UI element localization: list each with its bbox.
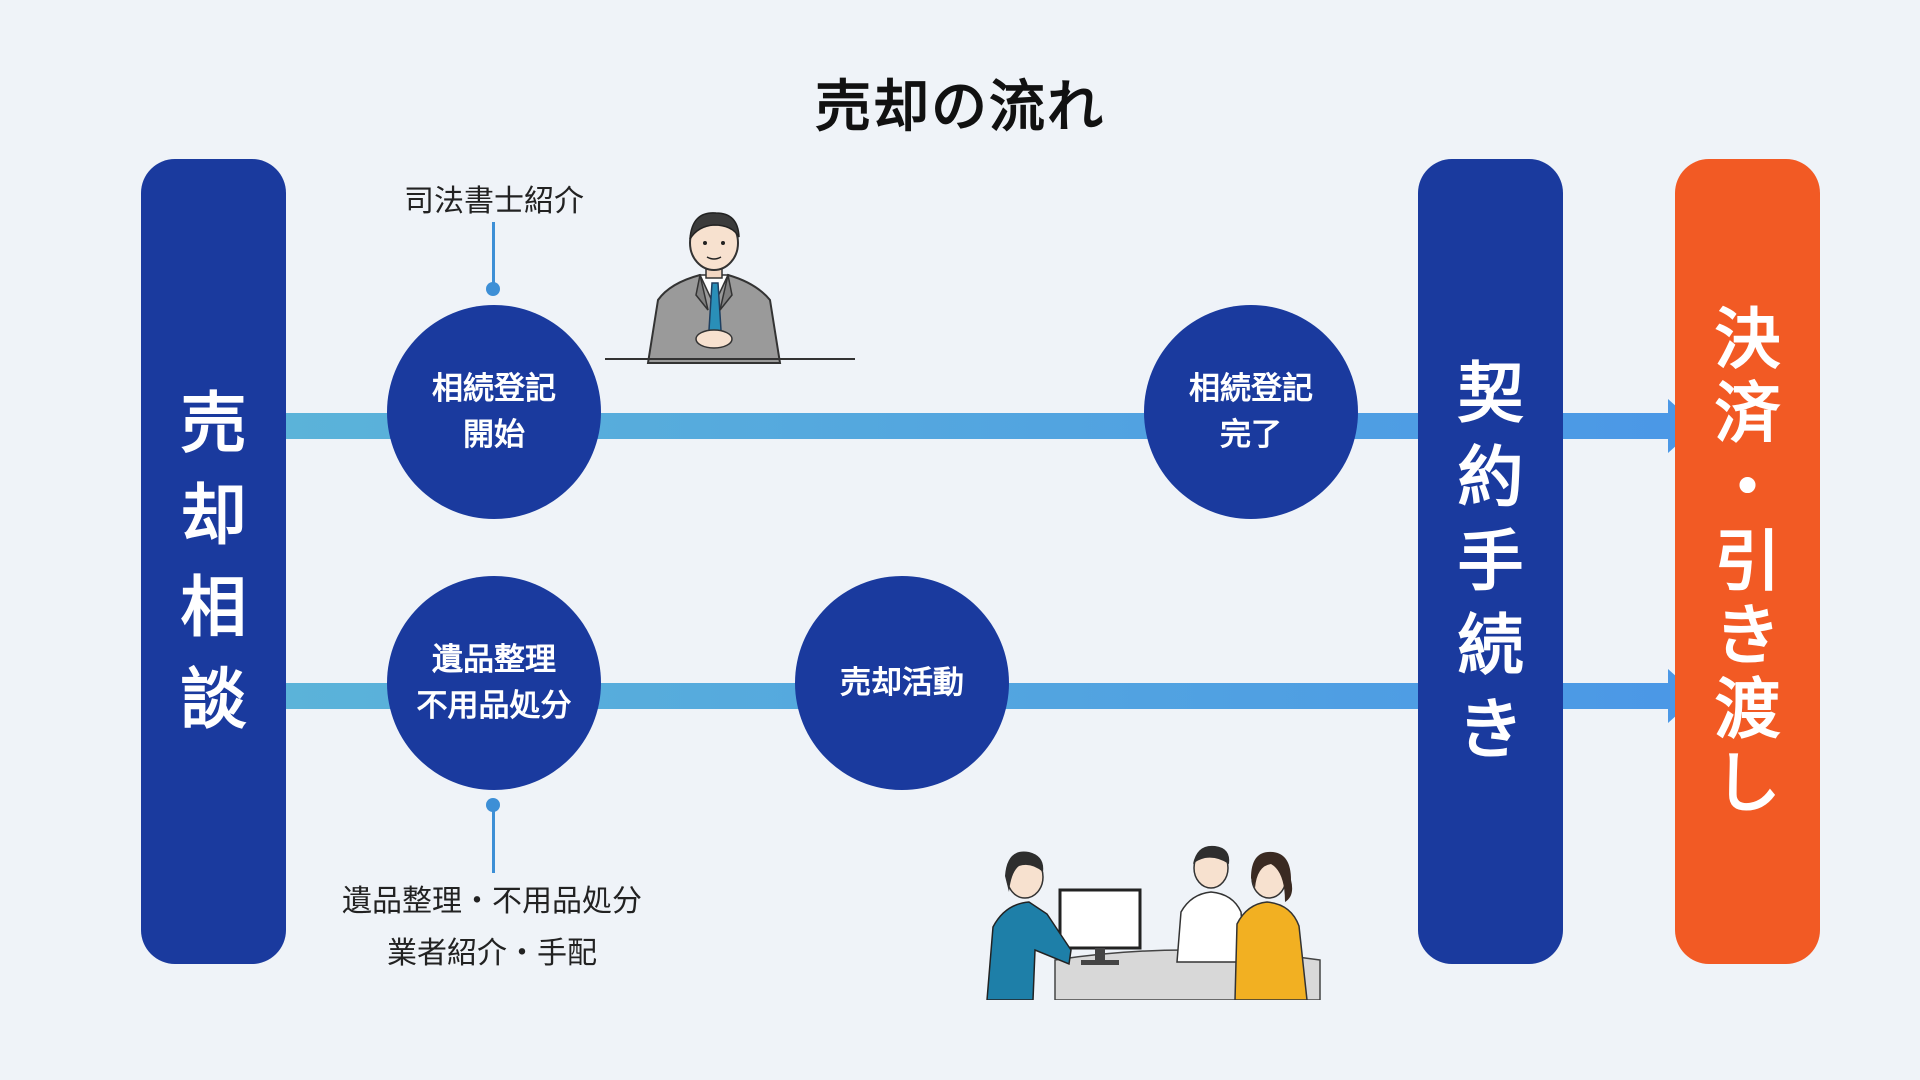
pill-char: 売 bbox=[180, 384, 247, 462]
connector-line bbox=[492, 222, 495, 287]
page-title: 売却の流れ bbox=[815, 75, 1105, 140]
pill-char: 渡 bbox=[1714, 670, 1781, 748]
pill-char: 約 bbox=[1457, 438, 1524, 516]
pill-char: 引 bbox=[1714, 522, 1781, 600]
businessman-icon bbox=[605, 212, 855, 364]
node-line: 開始 bbox=[463, 417, 525, 453]
node-line: 売却活動 bbox=[840, 664, 964, 701]
contract-procedure-pill: 契 約 手 続 き bbox=[1418, 159, 1563, 964]
inheritance-registration-complete-node: 相続登記 完了 bbox=[1144, 305, 1358, 519]
cleanup-vendor-label-line1: 遺品整理・不用品処分 bbox=[342, 884, 642, 919]
pill-char: 済 bbox=[1714, 374, 1781, 452]
meeting-group-icon bbox=[986, 845, 1321, 1000]
scrivener-referral-label: 司法書士紹介 bbox=[404, 184, 584, 219]
pill-char: 決 bbox=[1714, 300, 1781, 378]
inheritance-registration-start-node: 相続登記 開始 bbox=[387, 305, 601, 519]
node-line: 完了 bbox=[1220, 417, 1282, 453]
connector-dot bbox=[486, 282, 500, 296]
sell-consultation-pill: 売 却 相 談 bbox=[141, 159, 286, 964]
estate-cleanup-node: 遺品整理 不用品処分 bbox=[387, 576, 601, 790]
node-line: 相続登記 bbox=[432, 370, 556, 407]
pill-char: 談 bbox=[180, 660, 247, 738]
node-line: 遺品整理 bbox=[432, 641, 556, 678]
node-line: 不用品処分 bbox=[416, 688, 572, 724]
pill-char: ・ bbox=[1714, 448, 1781, 526]
pill-char: き bbox=[1457, 690, 1524, 768]
pill-char: 却 bbox=[180, 476, 247, 554]
pill-char: 手 bbox=[1457, 522, 1524, 600]
pill-char: 続 bbox=[1457, 606, 1524, 684]
sales-activity-node: 売却活動 bbox=[795, 576, 1009, 790]
pill-char: 契 bbox=[1457, 354, 1524, 432]
cleanup-vendor-label-line2: 業者紹介・手配 bbox=[387, 936, 597, 971]
pill-char: き bbox=[1714, 596, 1781, 674]
pill-char: し bbox=[1714, 744, 1781, 822]
settlement-handover-pill: 決 済 ・ 引 き 渡 し bbox=[1675, 159, 1820, 964]
connector-line bbox=[492, 805, 495, 873]
pill-char: 相 bbox=[180, 568, 247, 646]
node-line: 相続登記 bbox=[1189, 370, 1313, 407]
